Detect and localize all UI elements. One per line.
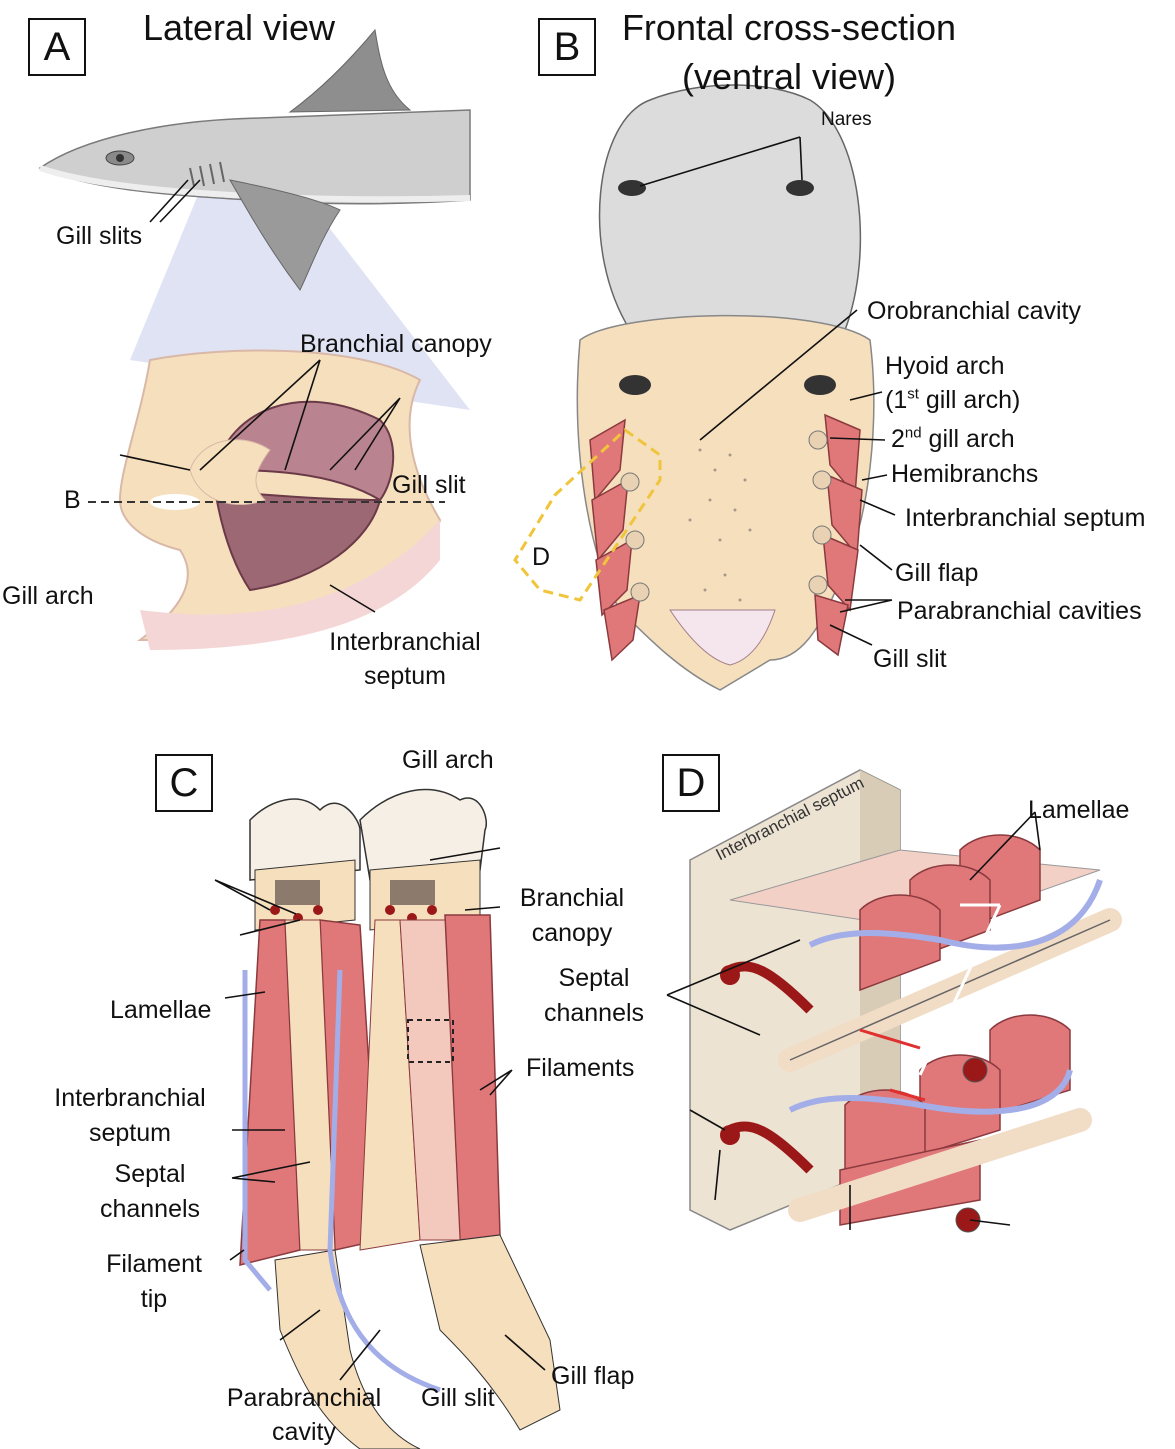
panel-d: D Interbranchial septum Lamellae Septal … [660,730,1175,1449]
label-d-marker: D [532,541,550,573]
panel-b: B Frontal cross-section (ventral view) N… [500,0,1175,700]
label-interbranchial-septum-a-line2: septum [322,660,488,692]
label-interbranchial-septum-a: Interbranchial septum [322,626,488,692]
label-septal-channels-d-line2: channels [534,997,654,1029]
label-septal-channels-c-line1: Septal [88,1158,212,1190]
label-interbranchial-septum-c: Interbranchial septum [45,1082,215,1149]
label-parabranchial-cavity-line1: Parabranchial [218,1382,390,1414]
panel-a: A Lateral view Gill slits Branchial cano… [0,0,560,700]
panel-b-title-line1: Frontal cross-section [608,6,970,50]
label-second-gill-arch-post: gill arch [922,425,1015,453]
label-parabranchial-cavity: Parabranchial cavity [218,1382,390,1448]
label-filament-tip-line2: tip [95,1283,213,1315]
label-septal-channels-d-line1: Septal [534,962,654,994]
label-first-gill-arch-post: gill arch) [919,386,1020,414]
label-gill-slit-b: Gill slit [873,643,947,675]
label-b-marker: B [64,484,81,516]
label-hemibranchs: Hemibranchs [891,458,1038,490]
label-gill-slits: Gill slits [56,220,142,252]
panel-a-title: Lateral view [125,6,353,50]
label-orobranchial-cavity: Orobranchial cavity [867,295,1081,327]
label-parabranchial-cavities: Parabranchial cavities [897,595,1142,627]
label-interbranchial-septum-a-line1: Interbranchial [322,626,488,658]
label-filament-tip: Filament tip [95,1248,213,1315]
label-gill-arch-c: Gill arch [402,744,494,776]
label-branchial-canopy-c-line1: Branchial [505,882,639,914]
label-filament-tip-line1: Filament [95,1248,213,1280]
label-second-gill-arch-pre: 2 [891,425,905,453]
panel-b-letter: B [538,18,596,76]
label-septal-channels-c: Septal channels [88,1158,212,1225]
panel-a-letter: A [28,18,86,76]
panel-d-letter: D [662,754,720,812]
panel-b-title-line2: (ventral view) [608,55,970,99]
label-branchial-canopy-a: Branchial canopy [300,328,492,360]
label-parabranchial-cavity-line2: cavity [218,1416,390,1448]
label-gill-slit-c: Gill slit [421,1382,495,1414]
label-hyoid-arch: Hyoid arch [885,350,1005,382]
label-gill-flap-b: Gill flap [895,557,978,589]
label-branchial-canopy-c-line2: canopy [505,917,639,949]
label-lamellae-c: Lamellae [110,994,211,1026]
label-interbranchial-septum-c-line2: septum [45,1117,215,1149]
label-first-gill-arch-sup: st [907,386,919,403]
label-second-gill-arch-sup: nd [905,425,922,442]
label-gill-flap-c: Gill flap [551,1360,634,1392]
label-interbranchial-septum-c-line1: Interbranchial [45,1082,215,1114]
label-septal-channels-d: Septal channels [534,962,654,1029]
label-filaments: Filaments [526,1052,634,1084]
label-branchial-canopy-c: Branchial canopy [505,882,639,949]
panel-c: C Gill arch Branchial canopy Lamellae Fi… [0,730,660,1449]
panel-c-letter: C [155,754,213,812]
label-interbranchial-septum-b: Interbranchial septum [905,502,1145,534]
label-first-gill-arch-pre: (1 [885,386,907,414]
label-second-gill-arch: 2nd gill arch [891,423,1015,455]
label-gill-arch-a: Gill arch [2,580,94,612]
label-first-gill-arch: (1st gill arch) [885,384,1020,416]
label-gill-slit-a: Gill slit [392,469,466,501]
label-lamellae-d: Lamellae [1028,794,1129,826]
label-nares: Nares [821,104,872,136]
label-septal-channels-c-line2: channels [88,1193,212,1225]
